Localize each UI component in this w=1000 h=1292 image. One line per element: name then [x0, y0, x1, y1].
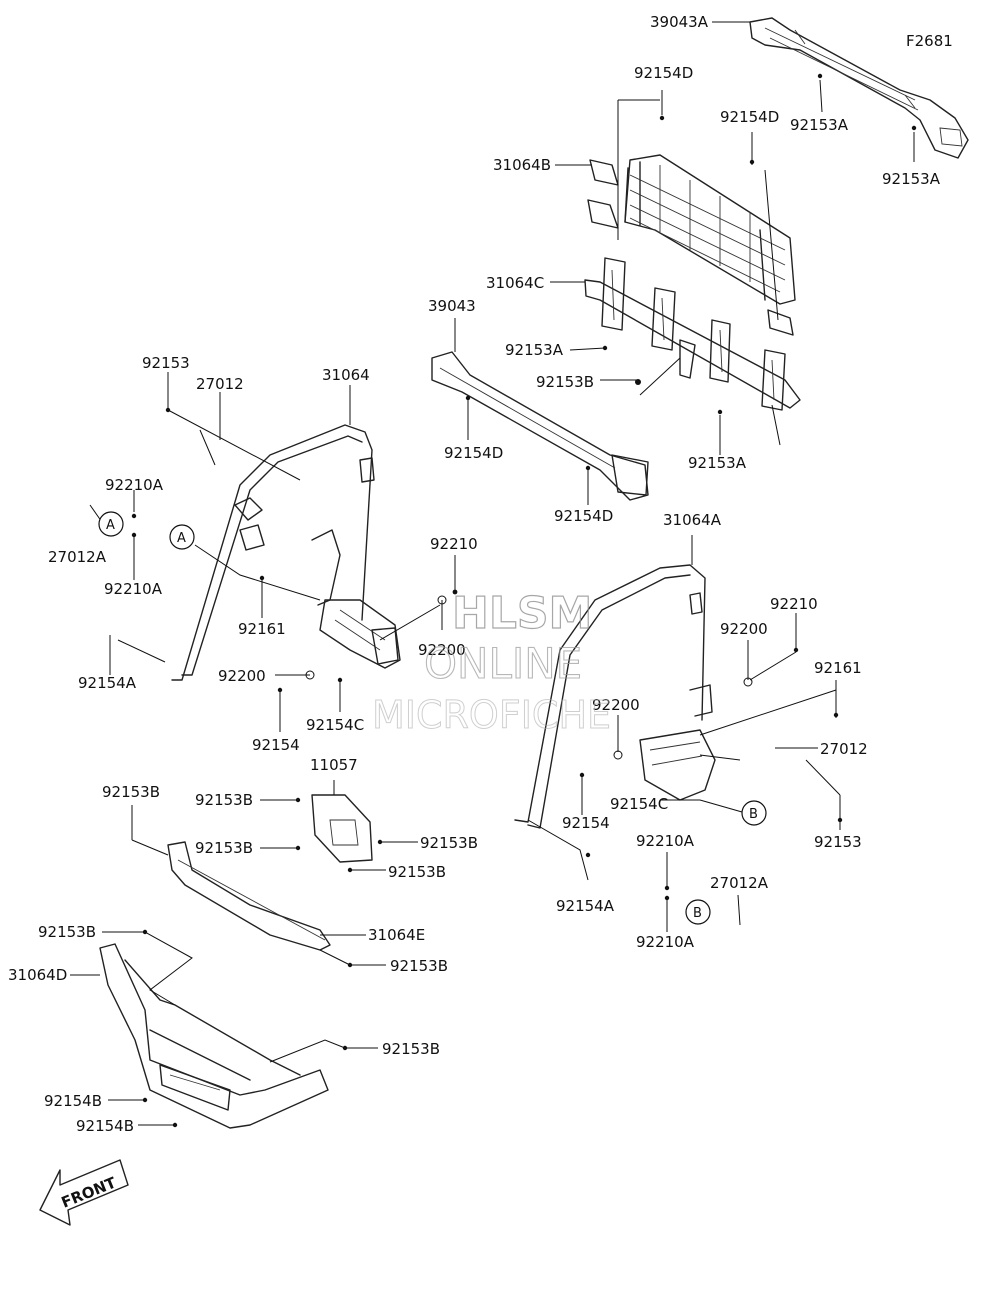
label-92154D-b: 92154D	[720, 108, 779, 126]
label-92153B-d: 92153B	[420, 834, 478, 852]
label-27012A: 27012A	[48, 548, 107, 566]
leader-lines	[70, 21, 915, 1126]
label-92154D-d: 92154D	[554, 507, 613, 525]
label-92161: 92161	[238, 620, 286, 638]
label-31064C: 31064C	[486, 274, 544, 292]
label-92154A-b: 92154A	[556, 897, 615, 915]
front-label: FRONT	[59, 1173, 120, 1211]
label-92153B-i: 92153B	[382, 1040, 440, 1058]
part-31064-frame	[171, 424, 401, 681]
label-92154B-b: 92154B	[76, 1117, 134, 1135]
label-92153B-h: 92153B	[390, 957, 448, 975]
label-92200-a: 92200	[418, 641, 466, 659]
watermark-line-2: ONLINE	[424, 639, 582, 688]
label-92200-c: 92200	[720, 620, 768, 638]
label-92210A-a: 92210A	[105, 476, 164, 494]
label-31064: 31064	[322, 366, 370, 384]
part-31064C-bracket	[584, 257, 801, 411]
label-92153B-g: 92153B	[38, 923, 96, 941]
ref-circle-B-frame: B	[741, 800, 767, 826]
watermark-line-3: MICROFICHE	[372, 693, 611, 737]
part-11057-plate	[311, 794, 373, 863]
label-92154: 92154	[252, 736, 300, 754]
label-92153A-a: 92153A	[790, 116, 849, 134]
label-92200-b: 92200	[218, 667, 266, 685]
svg-text:B: B	[693, 906, 702, 921]
label-92154C-b: 92154C	[610, 795, 668, 813]
label-92154-b: 92154	[562, 814, 610, 832]
label-92200-d: 92200	[592, 696, 640, 714]
label-27012-b: 27012	[820, 740, 868, 758]
ref-circle-A-frame: A	[169, 524, 195, 550]
part-31064D-bumper	[99, 943, 329, 1129]
label-92153B-e: 92153B	[195, 839, 253, 857]
watermark-line-1: HLSM	[452, 588, 592, 639]
label-92154C: 92154C	[306, 716, 364, 734]
label-92153B-b: 92153B	[102, 783, 160, 801]
label-92154A: 92154A	[78, 674, 137, 692]
label-92153A-d: 92153A	[688, 454, 747, 472]
ref-circle-B-lower: B	[685, 899, 711, 925]
part-39043-bar	[431, 351, 649, 501]
svg-text:A: A	[177, 531, 186, 546]
label-11057: 11057	[310, 756, 358, 774]
part-labels: 39043A 92154D 92154D 92153A 92153A 31064…	[8, 13, 941, 1135]
fastener-dots	[131, 73, 917, 1128]
label-92154B-a: 92154B	[44, 1092, 102, 1110]
part-31064B-panel	[587, 154, 796, 336]
svg-text:A: A	[106, 518, 115, 533]
label-92210A-c: 92210A	[636, 832, 695, 850]
svg-text:B: B	[749, 807, 758, 822]
label-92153B-c: 92153B	[195, 791, 253, 809]
part-31064E-bar	[167, 841, 331, 951]
label-39043: 39043	[428, 297, 476, 315]
label-92210-b: 92210	[770, 595, 818, 613]
label-92153B-f: 92153B	[388, 863, 446, 881]
label-27012A-b: 27012A	[710, 874, 769, 892]
ref-circle-A-left: A	[98, 511, 124, 537]
figure-code: F2681	[906, 32, 953, 50]
label-27012: 27012	[196, 375, 244, 393]
label-92153B-a: 92153B	[536, 373, 594, 391]
label-31064A: 31064A	[663, 511, 722, 529]
label-92153: 92153	[142, 354, 190, 372]
label-92161-b: 92161	[814, 659, 862, 677]
label-92154D-a: 92154D	[634, 64, 693, 82]
label-92153-b: 92153	[814, 833, 862, 851]
label-92153A-b: 92153A	[882, 170, 941, 188]
front-arrow: FRONT	[39, 1159, 129, 1226]
label-31064D: 31064D	[8, 966, 67, 984]
label-31064B: 31064B	[493, 156, 551, 174]
label-92210A-b: 92210A	[104, 580, 163, 598]
watermark: HLSM ONLINE MICROFICHE	[372, 587, 612, 737]
label-39043A: 39043A	[650, 13, 709, 31]
part-39043A-bar	[749, 17, 969, 159]
part-31064A-frame	[514, 564, 716, 829]
label-92154D-c: 92154D	[444, 444, 503, 462]
label-92153A-c: 92153A	[505, 341, 564, 359]
label-31064E: 31064E	[368, 926, 425, 944]
label-92210A-d: 92210A	[636, 933, 695, 951]
label-92210: 92210	[430, 535, 478, 553]
